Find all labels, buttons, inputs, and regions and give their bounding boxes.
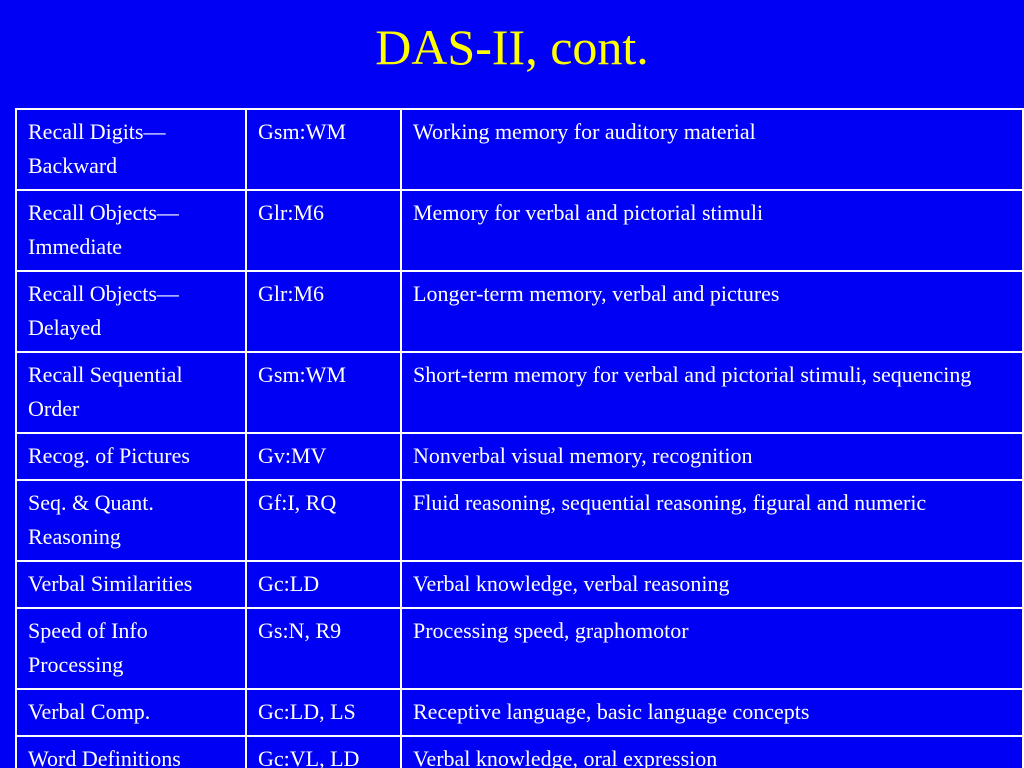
table-row: Recall Objects—Delayed Glr:M6 Longer-ter… xyxy=(15,270,1024,353)
description-cell: Receptive language, basic language conce… xyxy=(400,688,1024,737)
chc-code-cell: Gv:MV xyxy=(245,432,402,481)
chc-code-cell: Gc:LD xyxy=(245,560,402,609)
description-cell: Working memory for auditory material xyxy=(400,108,1024,191)
subtest-table-body: Recall Digits—Backward Gsm:WM Working me… xyxy=(15,108,1024,768)
chc-code-cell: Gc:LD, LS xyxy=(245,688,402,737)
table-row: Recall Objects—Immediate Glr:M6 Memory f… xyxy=(15,189,1024,272)
subtest-name-cell: Verbal Similarities xyxy=(15,560,247,609)
table-row: Recog. of Pictures Gv:MV Nonverbal visua… xyxy=(15,432,1024,481)
description-cell: Nonverbal visual memory, recognition xyxy=(400,432,1024,481)
table-row: Speed of Info Processing Gs:N, R9 Proces… xyxy=(15,607,1024,690)
table-row: Seq. & Quant. Reasoning Gf:I, RQ Fluid r… xyxy=(15,479,1024,562)
table-row: Verbal Comp. Gc:LD, LS Receptive languag… xyxy=(15,688,1024,737)
table-row: Recall Digits—Backward Gsm:WM Working me… xyxy=(15,108,1024,191)
description-cell: Short-term memory for verbal and pictori… xyxy=(400,351,1024,434)
subtest-name-cell: Seq. & Quant. Reasoning xyxy=(15,479,247,562)
subtest-name-cell: Word Definitions xyxy=(15,735,247,768)
description-cell: Verbal knowledge, oral expression xyxy=(400,735,1024,768)
chc-code-cell: Gf:I, RQ xyxy=(245,479,402,562)
subtest-name-cell: Recall Objects—Immediate xyxy=(15,189,247,272)
table-row: Recall Sequential Order Gsm:WM Short-ter… xyxy=(15,351,1024,434)
subtest-name-cell: Recall Sequential Order xyxy=(15,351,247,434)
subtest-table: Recall Digits—Backward Gsm:WM Working me… xyxy=(15,108,1024,768)
chc-code-cell: Glr:M6 xyxy=(245,189,402,272)
subtest-name-cell: Recall Objects—Delayed xyxy=(15,270,247,353)
subtest-name-cell: Recall Digits—Backward xyxy=(15,108,247,191)
subtest-name-cell: Speed of Info Processing xyxy=(15,607,247,690)
chc-code-cell: Gc:VL, LD xyxy=(245,735,402,768)
description-cell: Fluid reasoning, sequential reasoning, f… xyxy=(400,479,1024,562)
chc-code-cell: Glr:M6 xyxy=(245,270,402,353)
table-row: Verbal Similarities Gc:LD Verbal knowled… xyxy=(15,560,1024,609)
description-cell: Longer-term memory, verbal and pictures xyxy=(400,270,1024,353)
chc-code-cell: Gsm:WM xyxy=(245,108,402,191)
slide-title: DAS-II, cont. xyxy=(375,19,649,75)
description-cell: Memory for verbal and pictorial stimuli xyxy=(400,189,1024,272)
table-row: Word Definitions Gc:VL, LD Verbal knowle… xyxy=(15,735,1024,768)
chc-code-cell: Gs:N, R9 xyxy=(245,607,402,690)
subtest-name-cell: Verbal Comp. xyxy=(15,688,247,737)
chc-code-cell: Gsm:WM xyxy=(245,351,402,434)
description-cell: Processing speed, graphomotor xyxy=(400,607,1024,690)
subtest-name-cell: Recog. of Pictures xyxy=(15,432,247,481)
description-cell: Verbal knowledge, verbal reasoning xyxy=(400,560,1024,609)
